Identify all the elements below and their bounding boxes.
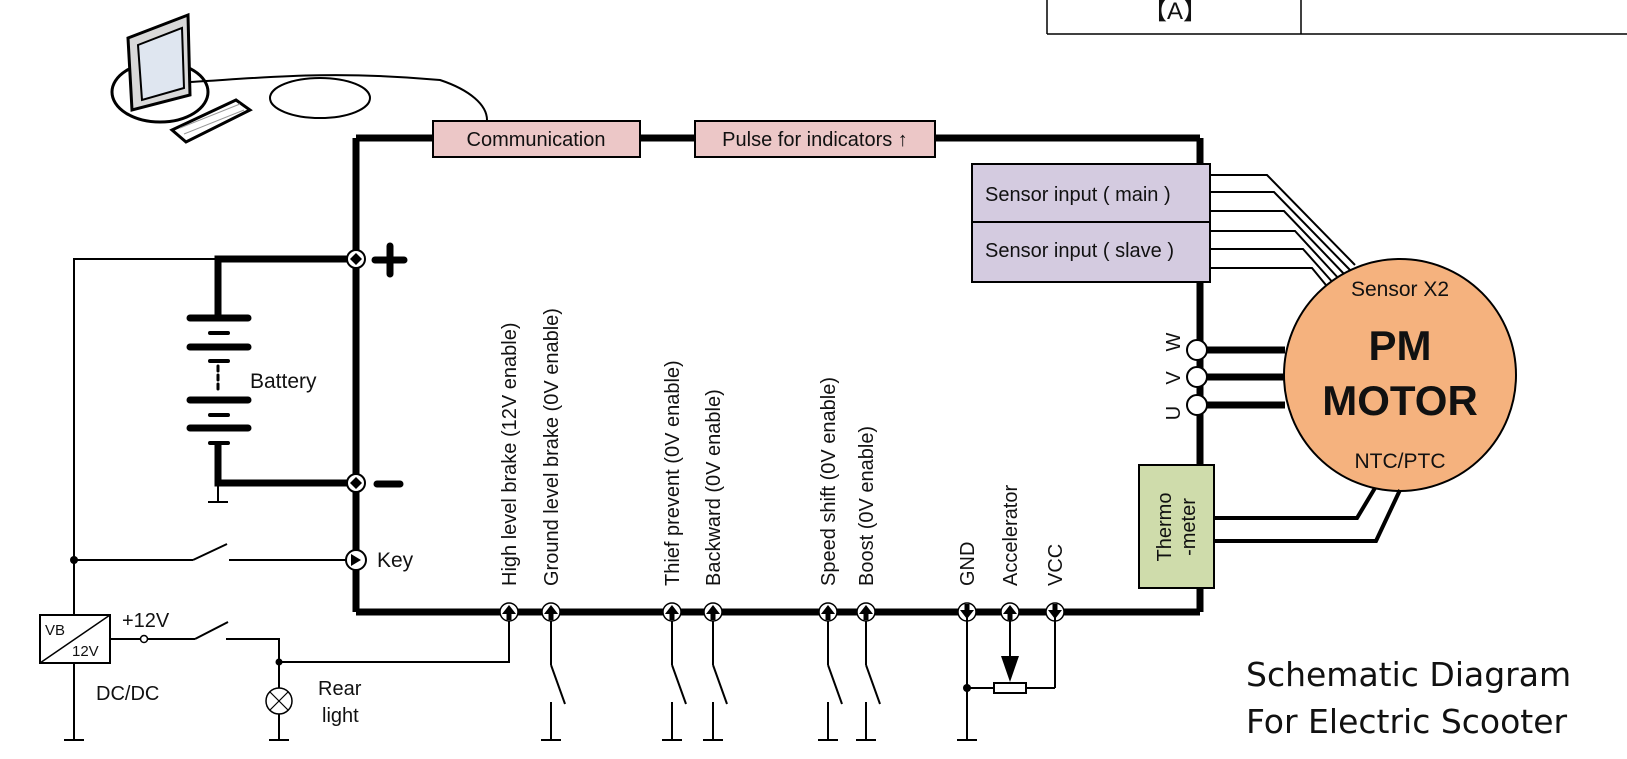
pulse-indicators-label: Pulse for indicators ↑ bbox=[722, 129, 908, 151]
sensor-main-label: Sensor input ( main ) bbox=[985, 184, 1171, 206]
input-label: VCC bbox=[1045, 544, 1067, 586]
lamp-icon bbox=[265, 687, 293, 715]
key-label: Key bbox=[377, 549, 414, 572]
switch-icon bbox=[818, 612, 843, 741]
dcdc-vb-label: VB bbox=[45, 622, 65, 639]
communication-label: Communication bbox=[467, 129, 606, 151]
switch-icon bbox=[662, 612, 687, 741]
input-label: Speed shift (0V enable) bbox=[818, 377, 840, 586]
arrow-up-icon bbox=[859, 605, 873, 620]
dcdc-label: DC/DC bbox=[96, 683, 159, 705]
thermometer-wires bbox=[1214, 486, 1402, 543]
diagram-title-line1: Schematic Diagram bbox=[1246, 655, 1571, 694]
rear-light-wiring bbox=[110, 612, 510, 741]
diagram-title-line2: For Electric Scooter bbox=[1246, 702, 1568, 741]
terminal-dot bbox=[139, 634, 149, 644]
arrow-up-icon bbox=[665, 605, 679, 620]
switch-icon bbox=[541, 612, 566, 741]
input-label: Accelerator bbox=[1000, 485, 1022, 586]
arrow-right-icon bbox=[351, 554, 361, 566]
junction-dot bbox=[70, 556, 78, 564]
computer-icon bbox=[110, 12, 488, 144]
pm-motor: Sensor X2 PM MOTOR NTC/PTC bbox=[1283, 258, 1517, 492]
motor-title-line2: MOTOR bbox=[1322, 377, 1478, 424]
sensor-slave-label: Sensor input ( slave ) bbox=[985, 240, 1174, 262]
pulse-indicators-block: Pulse for indicators ↑ bbox=[694, 120, 936, 158]
motor-sensor-label: Sensor X2 bbox=[1351, 278, 1449, 301]
input-label: High level brake (12V enable) bbox=[499, 323, 521, 587]
input-terminal: VCC bbox=[1045, 544, 1067, 622]
thermometer-line2: -meter bbox=[1178, 498, 1200, 556]
input-terminal: Ground level brake (0V enable) bbox=[541, 308, 566, 741]
dcdc-out-label: +12V bbox=[122, 610, 170, 632]
phase-u-label: U bbox=[1163, 406, 1185, 420]
phase-u-terminal bbox=[1186, 394, 1208, 416]
input-terminal: Boost (0V enable) bbox=[856, 426, 881, 741]
arrow-down-icon bbox=[960, 604, 974, 619]
communication-block: Communication bbox=[432, 120, 641, 158]
switch-icon bbox=[856, 612, 881, 741]
arrow-down-icon bbox=[1048, 604, 1062, 619]
key-terminal: Key bbox=[345, 549, 414, 572]
header-cell-label: 【A】 bbox=[1143, 0, 1207, 25]
arrow-up-icon bbox=[821, 605, 835, 620]
junction-dot bbox=[275, 658, 283, 666]
thermometer-block: Thermo -meter bbox=[1138, 464, 1215, 589]
phase-v-terminal bbox=[1186, 366, 1208, 388]
input-terminal: Thief prevent (0V enable) bbox=[662, 360, 687, 741]
input-terminal: Backward (0V enable) bbox=[703, 389, 728, 741]
input-terminals: High level brake (12V enable) Ground leve… bbox=[499, 308, 1067, 741]
dcdc-12v-label: 12V bbox=[72, 643, 99, 660]
junction-dot bbox=[963, 684, 971, 692]
header-table: 【A】 bbox=[1046, 0, 1627, 35]
thermometer-line1: Thermo bbox=[1154, 493, 1176, 562]
battery-plus-terminal bbox=[346, 242, 408, 278]
battery-label: Battery bbox=[250, 370, 317, 393]
input-terminal: GND bbox=[957, 542, 979, 622]
motor-title-line1: PM bbox=[1369, 322, 1432, 369]
input-label: Ground level brake (0V enable) bbox=[541, 308, 563, 586]
input-label: GND bbox=[957, 542, 979, 586]
rear-light-line1: Rear bbox=[318, 678, 362, 700]
phase-w-terminal bbox=[1186, 339, 1208, 361]
switch-icon bbox=[703, 612, 728, 741]
arrow-up-icon bbox=[502, 605, 516, 620]
input-label: Backward (0V enable) bbox=[703, 389, 725, 586]
phase-w-label: W bbox=[1163, 332, 1185, 351]
input-terminal: Accelerator bbox=[1000, 485, 1022, 622]
arrow-up-icon bbox=[706, 605, 720, 620]
plus-icon bbox=[371, 242, 408, 278]
input-terminal: Speed shift (0V enable) bbox=[818, 377, 843, 741]
supply-wiring bbox=[64, 258, 346, 741]
phase-v-label: V bbox=[1163, 371, 1185, 385]
rear-light-line2: light bbox=[322, 705, 359, 727]
wiper-arrow-icon bbox=[1001, 656, 1019, 682]
input-terminal: High level brake (12V enable) bbox=[499, 323, 521, 622]
motor-ntc-label: NTC/PTC bbox=[1355, 450, 1446, 473]
input-label: Thief prevent (0V enable) bbox=[662, 360, 684, 586]
dcdc-converter: VB 12V DC/DC +12V bbox=[39, 610, 170, 705]
input-label: Boost (0V enable) bbox=[856, 426, 878, 586]
arrow-up-icon bbox=[544, 605, 558, 620]
accelerator-potentiometer bbox=[957, 612, 1056, 741]
sensor-wires bbox=[1210, 174, 1356, 291]
phase-terminals: W V U bbox=[1163, 332, 1285, 420]
sensor-input-block: Sensor input ( main ) Sensor input ( sla… bbox=[971, 163, 1211, 283]
battery-minus-terminal bbox=[346, 473, 404, 493]
battery: Battery bbox=[186, 255, 356, 503]
